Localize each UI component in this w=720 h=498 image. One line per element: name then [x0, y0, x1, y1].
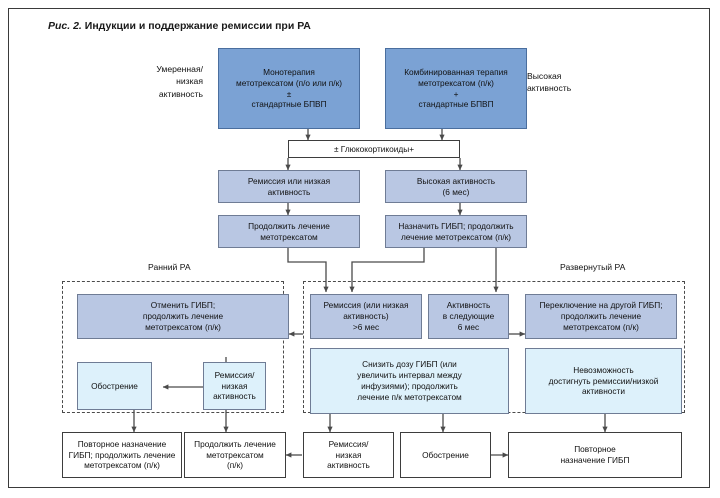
node-remission-gt6m[interactable]: Ремиссия (или низкая активность) >6 мес [310, 294, 422, 339]
node-activity-next-6m[interactable]: Активность в следующие 6 мес [428, 294, 509, 339]
node-continue-mtx-sc[interactable]: Продолжить лечение метотрексатом (п/к) [184, 432, 286, 478]
node-flare-bottom[interactable]: Обострение [400, 432, 491, 478]
side-label-left: Умеренная/ низкая активность [156, 64, 203, 99]
node-mono-therapy[interactable]: Монотерапия метотрексатом (п/о или п/к) … [218, 48, 360, 129]
figure-caption-number: Рис. 2. [48, 20, 82, 32]
node-flare-left[interactable]: Обострение [77, 362, 152, 410]
node-assign-gibp[interactable]: Назначить ГИБП; продолжить лечение метот… [385, 215, 527, 248]
figure-caption: Рис. 2. Индукции и поддержание ремиссии … [48, 20, 311, 32]
node-combo-therapy[interactable]: Комбинированная терапия метотрексатом (п… [385, 48, 527, 129]
zone-early-ra [62, 281, 284, 413]
node-reduce-gibp-dose[interactable]: Снизить дозу ГИБП (или увеличить интерва… [310, 348, 509, 414]
node-reassign-gibp[interactable]: Повторное назначение ГИБП [508, 432, 682, 478]
node-remission-or-low[interactable]: Ремиссия или низкая активность [218, 170, 360, 203]
node-remission-low-mid[interactable]: Ремиссия/ низкая активность [203, 362, 266, 410]
node-remission-low-bottom[interactable]: Ремиссия/ низкая активность [303, 432, 394, 478]
node-glucocorticoids[interactable]: ± Глюкокортикоиды+ [288, 140, 460, 158]
node-switch-gibp[interactable]: Переключение на другой ГИБП; продолжить … [525, 294, 677, 339]
zone-label-early: Ранний РА [148, 262, 191, 272]
node-cancel-gibp[interactable]: Отменить ГИБП; продолжить лечение метотр… [77, 294, 289, 339]
node-reassign-gibp-continue[interactable]: Повторное назначение ГИБП; продолжить ле… [62, 432, 182, 478]
node-high-activity-6m[interactable]: Высокая активность (6 мес) [385, 170, 527, 203]
node-continue-mtx[interactable]: Продолжить лечение метотрексатом [218, 215, 360, 248]
side-label-right: Высокая активность [527, 71, 572, 94]
zone-label-established: Развернутый РА [560, 262, 626, 272]
figure-caption-text: Индукции и поддержание ремиссии при РА [84, 20, 311, 32]
figure-border [8, 8, 710, 488]
node-unable-remission[interactable]: Невозможность достигнуть ремиссии/низкой… [525, 348, 682, 414]
